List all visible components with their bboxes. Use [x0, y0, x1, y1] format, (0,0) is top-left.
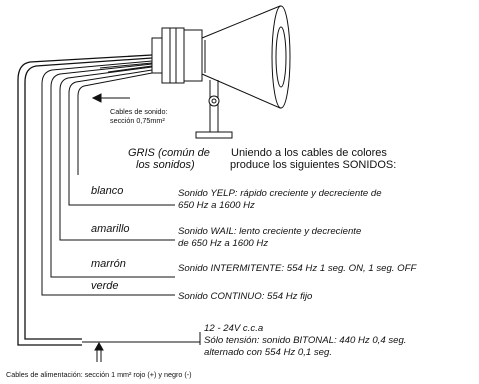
power-line3: alternado con 554 Hz 0,1 seg. [204, 347, 333, 358]
wire-leader-lines [82, 204, 201, 345]
wire-name-blanco: blanco [91, 185, 124, 197]
wire-name-marron: marrón [91, 258, 126, 270]
sound-cables-arrow-icon [91, 93, 130, 103]
power-voltage: 12 - 24V c.c.a [204, 323, 264, 334]
power-cables-label: Cables de alimentación: sección 1 mm² ro… [6, 370, 192, 379]
horn-siren-icon [151, 5, 291, 139]
wire-desc-blanco-line2: 650 Hz a 1600 Hz [178, 200, 255, 211]
gris-label-line1: GRIS (común de [128, 147, 210, 159]
combining-note-line1: Uniendo a los cables de colores [231, 147, 387, 159]
sound-cables-label-line2: sección 0,75mm² [110, 116, 165, 125]
wire-name-amarillo: amarillo [91, 223, 130, 235]
cable-bundle [17, 54, 168, 346]
power-cables-arrow-icon [94, 341, 104, 362]
wire-desc-marron: Sonido INTERMITENTE: 554 Hz 1 seg. ON, 1… [178, 263, 417, 274]
wire-desc-amarillo-line2: de 650 Hz a 1600 Hz [178, 238, 269, 249]
wire-desc-blanco-line1: Sonido YELP: rápido creciente y decrecie… [178, 188, 382, 199]
gris-label-line2: los sonidos) [136, 159, 195, 171]
combining-note-line2: produce los siguientes SONIDOS: [230, 159, 397, 171]
sound-cables-label-line1: Cables de sonido: [110, 107, 168, 116]
wire-desc-verde: Sonido CONTINUO: 554 Hz fijo [178, 291, 313, 302]
wire-name-verde: verde [91, 280, 119, 292]
power-line2: Sólo tensión: sonido BITONAL: 440 Hz 0,4… [204, 335, 407, 346]
wire-desc-amarillo-line1: Sonido WAIL: lento creciente y decrecien… [178, 226, 362, 237]
